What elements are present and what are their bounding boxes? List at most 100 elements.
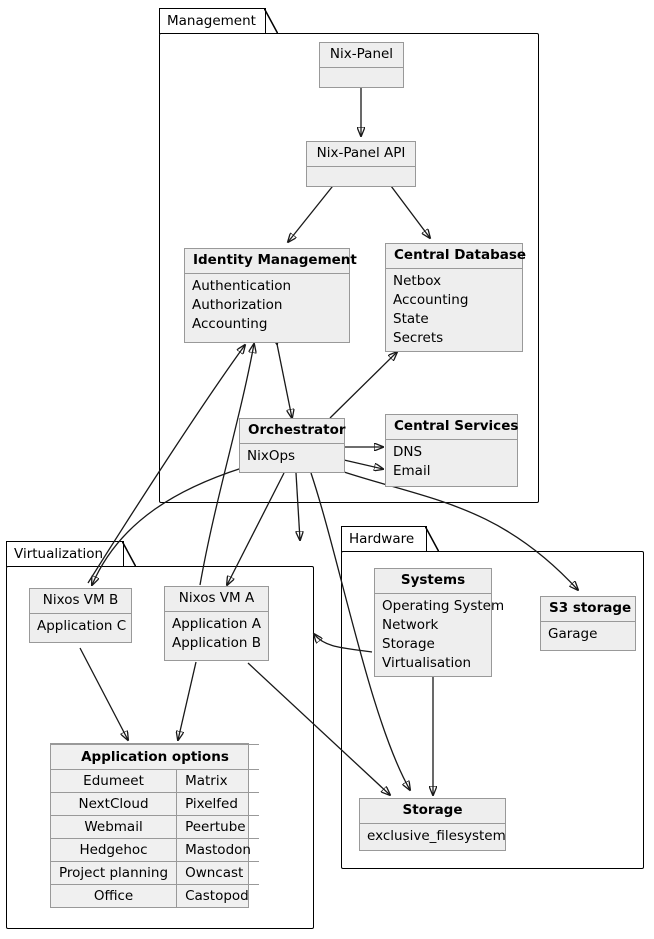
node-nix-panel-api-body: [307, 167, 415, 183]
node-nixos-vm-a[interactable]: Nixos VM A Application A Application B: [164, 586, 269, 661]
node-central-database[interactable]: Central Database Netbox Accounting State…: [385, 243, 527, 353]
package-virtualization-tab-slant: [122, 541, 136, 567]
package-hardware: Hardware: [341, 526, 644, 869]
node-orchestrator-body: NixOps: [240, 444, 344, 470]
node-identity-management[interactable]: Identity Management Authentication Autho…: [184, 248, 357, 343]
node-nix-panel-body: [320, 68, 403, 84]
table-cell: Matrix: [176, 769, 259, 793]
table-cell: Webmail: [51, 815, 178, 839]
node-item: State: [393, 310, 429, 327]
table-row[interactable]: Edumeet Matrix: [51, 769, 259, 793]
edge-api-database: [387, 181, 430, 238]
table-row[interactable]: Project planning Owncast: [51, 861, 259, 885]
node-central-services-title: Central Services: [394, 418, 519, 434]
node-central-database-body: Netbox Accounting State Secrets: [386, 269, 522, 353]
edge-orchestrator-down: [295, 472, 300, 540]
node-nixos-vm-a-body: Application A Application B: [165, 612, 268, 657]
edge-vmb-appoptions: [79, 647, 128, 740]
package-hardware-tab-slant: [425, 526, 439, 552]
node-item: Application B: [172, 634, 261, 651]
table-cell: Peertube: [176, 815, 259, 839]
node-nix-panel[interactable]: Nix-Panel: [319, 42, 404, 88]
node-item: Storage: [382, 635, 435, 652]
edge-orchestrator-vmb: [92, 467, 243, 585]
node-storage[interactable]: Storage exclusive_filesystem: [359, 798, 506, 851]
table-row[interactable]: Office Castopod: [51, 884, 259, 907]
edge-vma-appoptions: [178, 661, 197, 740]
edge-orchestrator-email: [343, 459, 383, 469]
node-central-database-title: Central Database: [394, 247, 527, 263]
node-item: exclusive_filesystem: [367, 827, 506, 844]
node-identity-management-title: Identity Management: [193, 252, 357, 268]
package-management-label: Management: [167, 12, 256, 29]
package-management-body: [159, 33, 539, 503]
table-row[interactable]: Webmail Peertube: [51, 815, 259, 839]
separator: [165, 610, 268, 612]
edge-orchestrator-vma: [227, 472, 285, 585]
node-storage-body: exclusive_filesystem: [360, 824, 506, 850]
table-cell: Hedgehoc: [51, 838, 178, 862]
table-row[interactable]: Hedgehoc Mastodon: [51, 838, 259, 862]
separator: [375, 592, 491, 594]
separator: [307, 165, 415, 167]
node-item: NixOps: [247, 447, 296, 464]
node-item: Network: [382, 616, 439, 633]
table-cell: Castopod: [176, 884, 259, 907]
edge-orchestrator-database: [329, 352, 397, 419]
node-central-services[interactable]: Central Services DNS Email: [385, 414, 518, 487]
edge-vma-storage: [247, 662, 390, 795]
node-nixos-vm-b-title: Nixos VM B: [42, 592, 119, 608]
node-systems-title: Systems: [400, 572, 466, 588]
table-cell: Pixelfed: [176, 792, 259, 816]
table-row[interactable]: NextCloud Pixelfed: [51, 792, 259, 816]
node-item: Application C: [37, 617, 127, 634]
separator: [30, 612, 131, 614]
node-item: Email: [393, 462, 431, 479]
node-item: Garage: [548, 625, 598, 642]
node-s3-storage-body: Garage: [541, 622, 635, 648]
node-item: Accounting: [192, 315, 268, 332]
package-hardware-body: [341, 551, 644, 869]
separator: [320, 66, 403, 68]
package-hardware-tab: Hardware: [341, 526, 427, 552]
node-nixos-vm-b[interactable]: Nixos VM B Application C: [29, 588, 132, 643]
package-management: Management: [159, 8, 539, 503]
node-identity-management-body: Authentication Authorization Accounting: [185, 274, 349, 338]
table-cell: Edumeet: [51, 769, 178, 793]
package-virtualization: Virtualization: [6, 541, 314, 929]
table-application-options[interactable]: Application options Edumeet Matrix NextC…: [50, 743, 259, 908]
edge-systems-vma: [314, 634, 373, 653]
table-cell: NextCloud: [51, 792, 178, 816]
table-header-row: Application options: [51, 744, 259, 770]
table-cell: Project planning: [51, 861, 178, 885]
package-management-tab-slant: [264, 8, 278, 34]
node-orchestrator[interactable]: Orchestrator NixOps: [239, 418, 346, 473]
node-item: Application A: [172, 615, 261, 632]
edge-identity-orchestrator: [277, 344, 292, 418]
edge-api-identity: [288, 181, 337, 242]
package-virtualization-body: [6, 566, 314, 929]
table-cell: Owncast: [176, 861, 259, 885]
node-nix-panel-api[interactable]: Nix-Panel API: [306, 141, 416, 187]
separator: [386, 438, 517, 440]
node-item: Virtualisation: [382, 654, 472, 671]
table-cell: Mastodon: [176, 838, 259, 862]
table-cell: Office: [51, 884, 178, 907]
table-header-cell: Application options: [51, 744, 259, 770]
edge-vmb-identity: [87, 345, 245, 584]
node-nix-panel-api-title: Nix-Panel API: [316, 145, 406, 161]
separator: [360, 822, 505, 824]
package-management-tab: Management: [159, 8, 266, 34]
separator: [541, 620, 635, 622]
node-item: DNS: [393, 443, 423, 460]
node-systems-body: Operating System Network Storage Virtual…: [375, 594, 505, 678]
node-orchestrator-title: Orchestrator: [248, 422, 346, 438]
node-item: Netbox: [393, 272, 442, 289]
node-item: Authorization: [192, 296, 283, 313]
node-item: Operating System: [382, 597, 505, 614]
node-systems[interactable]: Systems Operating System Network Storage…: [374, 568, 505, 678]
node-nixos-vm-b-body: Application C: [30, 614, 131, 640]
edge-vma-identity: [199, 344, 254, 586]
node-s3-storage[interactable]: S3 storage Garage: [540, 596, 636, 651]
